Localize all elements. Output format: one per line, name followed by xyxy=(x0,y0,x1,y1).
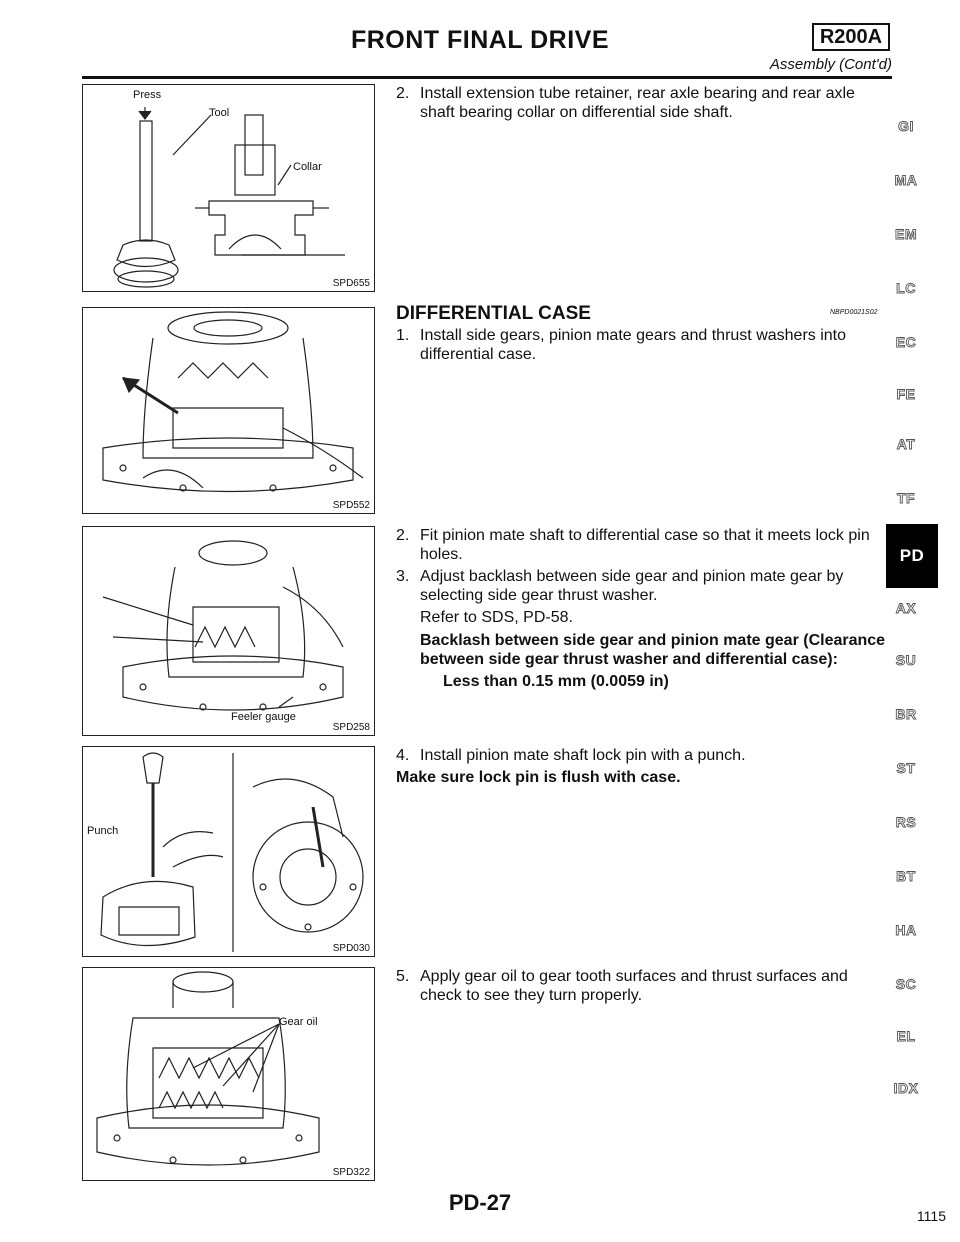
step-number: 4. xyxy=(396,747,410,764)
section-title: DIFFERENTIAL CASE xyxy=(396,303,591,324)
page-subtitle: Assembly (Cont'd) xyxy=(769,56,892,73)
figure-code: SPD030 xyxy=(332,943,370,954)
tab-pd[interactable]: PD xyxy=(886,524,938,588)
step-text: Apply gear oil to gear tooth surfaces an… xyxy=(420,968,848,1004)
step-item: 2. Fit pinion mate shaft to differential… xyxy=(396,526,894,564)
step-text: Install pinion mate shaft lock pin with … xyxy=(420,747,746,764)
tab-sc[interactable]: SC xyxy=(895,976,917,993)
tab-lc[interactable]: LC xyxy=(896,280,916,297)
tab-fe[interactable]: FE xyxy=(896,386,916,403)
tab-ha[interactable]: HA xyxy=(895,922,917,939)
step-block-lock-pin: 4. Install pinion mate shaft lock pin wi… xyxy=(396,746,894,787)
figure-feeler-gauge: Feeler gauge SPD258 xyxy=(82,526,375,736)
figure-punch: Punch SPD030 xyxy=(82,746,375,957)
label-collar: Collar xyxy=(293,161,322,173)
punch-illustration xyxy=(100,752,364,952)
tab-rs[interactable]: RS xyxy=(895,814,917,831)
step-number: 1. xyxy=(396,327,410,344)
step-item: 1. Install side gears, pinion mate gears… xyxy=(396,326,894,364)
label-tool: Tool xyxy=(209,107,230,119)
step-text: Install extension tube retainer, rear ax… xyxy=(420,85,855,121)
figure-gear-oil: Gear oil SPD322 xyxy=(82,967,375,1181)
figure-code: SPD655 xyxy=(332,278,370,289)
step-block-side-gears: 1. Install side gears, pinion mate gears… xyxy=(396,326,894,367)
figure-code: SPD258 xyxy=(332,722,370,733)
tab-tf[interactable]: TF xyxy=(896,490,916,507)
step-text: Adjust backlash between side gear and pi… xyxy=(420,568,844,604)
page-number: PD-27 xyxy=(448,1190,512,1215)
step-block-backlash: 2. Fit pinion mate shaft to differential… xyxy=(396,526,894,691)
step-number: 2. xyxy=(396,527,410,544)
step-number: 2. xyxy=(396,85,410,102)
spec-title: Backlash between side gear and pinion ma… xyxy=(420,632,886,668)
tab-su[interactable]: SU xyxy=(895,652,917,669)
figure-press-tool: Press Tool Collar SPD655 xyxy=(82,84,375,292)
label-feeler-gauge: Feeler gauge xyxy=(231,711,296,723)
tab-at[interactable]: AT xyxy=(896,436,916,453)
tab-em[interactable]: EM xyxy=(895,226,917,243)
step-number: 5. xyxy=(396,968,410,985)
step-block-extension: 2. Install extension tube retainer, rear… xyxy=(396,84,894,125)
label-punch: Punch xyxy=(87,825,119,837)
tab-br[interactable]: BR xyxy=(895,706,917,723)
step-note: Make sure lock pin is flush with case. xyxy=(396,769,681,786)
tab-bt[interactable]: BT xyxy=(896,868,916,885)
tab-ax[interactable]: AX xyxy=(895,600,917,617)
figure-code: SPD552 xyxy=(332,500,370,511)
step-item: 4. Install pinion mate shaft lock pin wi… xyxy=(396,746,894,765)
tab-ma[interactable]: MA xyxy=(894,172,918,189)
label-press: Press xyxy=(133,89,162,101)
step-number: 3. xyxy=(396,568,410,585)
figure-side-gears: SPD552 xyxy=(82,307,375,514)
step-item: 5. Apply gear oil to gear tooth surfaces… xyxy=(396,967,894,1005)
step-item: 2. Install extension tube retainer, rear… xyxy=(396,84,894,122)
press-tool-illustration xyxy=(113,107,345,288)
sds-reference: Refer to SDS, PD-58. xyxy=(420,609,573,626)
label-gear-oil: Gear oil xyxy=(279,1016,318,1028)
tab-idx[interactable]: IDX xyxy=(893,1080,919,1097)
step-text: Install side gears, pinion mate gears an… xyxy=(420,327,847,363)
page-title: FRONT FINAL DRIVE xyxy=(350,26,610,54)
figure-code: SPD322 xyxy=(332,1167,370,1178)
step-item: 3. Adjust backlash between side gear and… xyxy=(396,567,894,605)
sheet-number: 1115 xyxy=(916,1208,946,1224)
spec-value: Less than 0.15 mm (0.0059 in) xyxy=(443,673,669,690)
gear-oil-illustration xyxy=(96,971,320,1166)
step-block-gear-oil: 5. Apply gear oil to gear tooth surfaces… xyxy=(396,967,894,1008)
step-text: Fit pinion mate shaft to differential ca… xyxy=(420,527,870,563)
header-rule xyxy=(82,76,892,79)
tab-st[interactable]: ST xyxy=(896,760,916,777)
section-code: NBPD0021S02 xyxy=(830,309,878,316)
side-gears-illustration xyxy=(102,311,364,493)
feeler-gauge-illustration xyxy=(102,540,344,711)
model-code-box: R200A xyxy=(812,23,890,51)
tab-gi[interactable]: GI xyxy=(898,118,914,135)
tab-ec[interactable]: EC xyxy=(895,334,917,351)
tab-el[interactable]: EL xyxy=(896,1028,916,1045)
